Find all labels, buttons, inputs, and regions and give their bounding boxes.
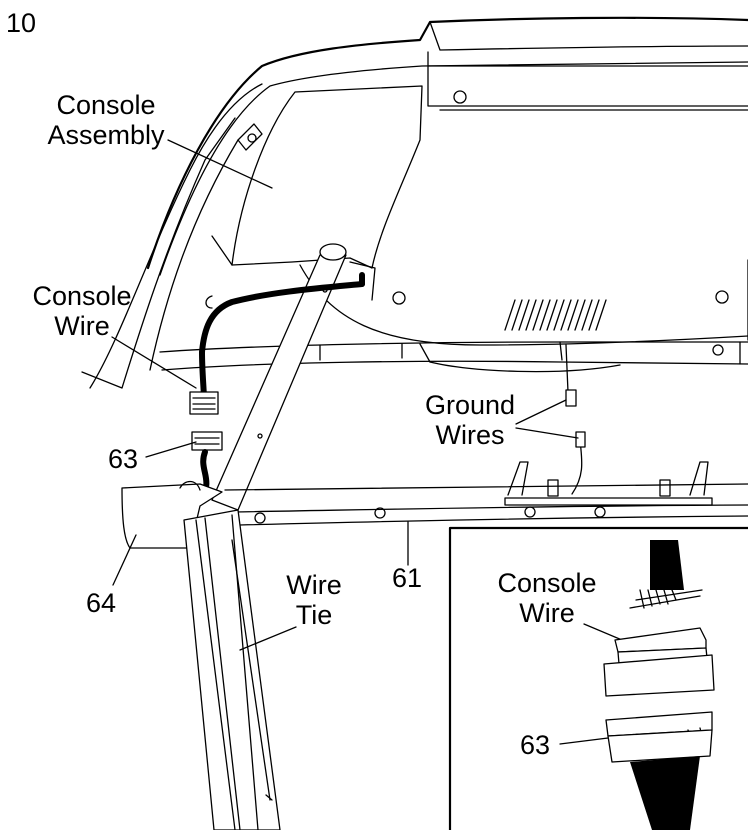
label-inset-console-wire-line2: Wire — [519, 598, 575, 628]
label-inset-console-wire-line1: Console — [497, 568, 597, 598]
cover-64-drawing — [121, 480, 223, 549]
label-console-wire: Console Wire — [22, 281, 142, 341]
label-console-assembly-line2: Assembly — [47, 120, 165, 150]
step-number: 10 — [6, 8, 37, 38]
upright-post-drawing — [183, 509, 281, 830]
label-part-63: 63 — [108, 444, 139, 474]
crossbar-drawing — [159, 341, 748, 373]
ground-wires-drawing — [565, 344, 586, 495]
label-console-wire-line2: Wire — [54, 311, 110, 341]
inset-detail-box — [448, 526, 748, 830]
console-vents — [504, 299, 607, 331]
label-wire-tie-line1: Wire — [286, 570, 342, 600]
console-assembly-drawing — [81, 16, 748, 389]
label-ground-wires-line1: Ground — [424, 390, 516, 420]
leader-lines — [111, 139, 623, 745]
label-console-wire-line1: Console — [32, 281, 132, 311]
label-inset-console-wire: Console Wire — [482, 568, 612, 628]
label-part-61: 61 — [392, 563, 423, 593]
label-wire-tie: Wire Tie — [274, 570, 354, 630]
base-frame-61-drawing — [224, 461, 748, 526]
label-inset-part-63: 63 — [520, 730, 551, 760]
upright-tube-drawing — [211, 243, 347, 511]
console-wire-drawing — [189, 272, 365, 415]
label-ground-wires: Ground Wires — [410, 390, 530, 450]
label-console-assembly: Console Assembly — [36, 90, 176, 150]
label-wire-tie-line2: Tie — [295, 600, 333, 630]
label-console-assembly-line1: Console — [56, 90, 156, 120]
label-ground-wires-line2: Wires — [435, 420, 505, 450]
label-part-64: 64 — [86, 588, 117, 618]
